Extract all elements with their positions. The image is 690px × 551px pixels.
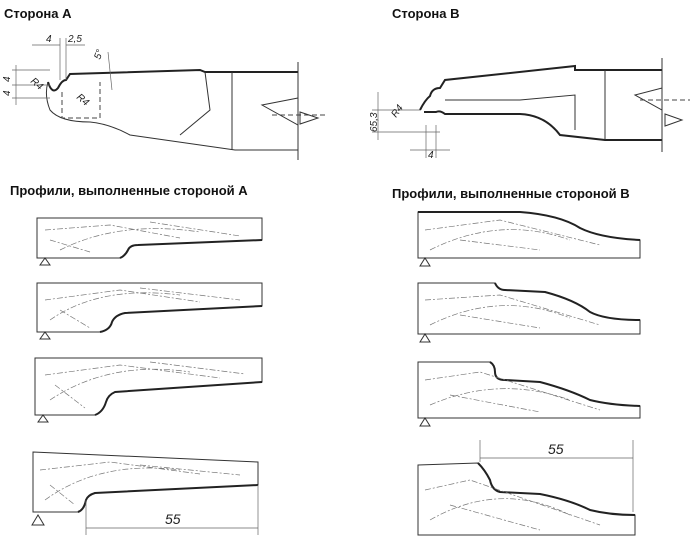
dim-width-2-5: 2,5	[67, 34, 82, 45]
dim-width-4: 4	[46, 34, 52, 45]
dim-radius-2: R4	[74, 92, 91, 109]
profile-b-2	[417, 282, 641, 343]
dim-radius-b: R4	[389, 103, 406, 120]
profiles-a: 55	[31, 217, 263, 535]
profile-b-4: 55	[417, 440, 636, 536]
side-b-title: Сторона В	[392, 6, 460, 21]
profiles-b-title: Профили, выполненные стороной В	[392, 186, 630, 201]
profiles-b: 55	[417, 211, 641, 536]
profile-a-3	[34, 357, 263, 423]
dim-height-4a: 4	[2, 76, 13, 82]
dim-height-4b: 4	[2, 90, 13, 96]
profile-b-3	[417, 361, 641, 427]
side-b-cutter-drawing: 65,3 R4 4	[369, 58, 690, 161]
profiles-a-title: Профили, выполненные стороной А	[10, 183, 248, 198]
dim-width-b-4: 4	[428, 150, 434, 161]
dim-angle-5: 5°	[92, 48, 106, 61]
side-a-cutter-drawing: 4 2,5 5° R4 R4 4 4	[2, 34, 325, 160]
profile-a-4: 55	[31, 451, 259, 535]
profile-a-2	[36, 282, 263, 340]
dim-profile-a-55: 55	[165, 511, 181, 527]
profile-b-1	[417, 211, 641, 267]
dim-radius-1: R4	[28, 76, 45, 93]
dim-profile-b-55: 55	[548, 441, 564, 457]
side-a-title: Сторона А	[4, 6, 72, 21]
dim-height-65-3: 65,3	[369, 112, 380, 132]
profile-a-1	[36, 217, 263, 266]
